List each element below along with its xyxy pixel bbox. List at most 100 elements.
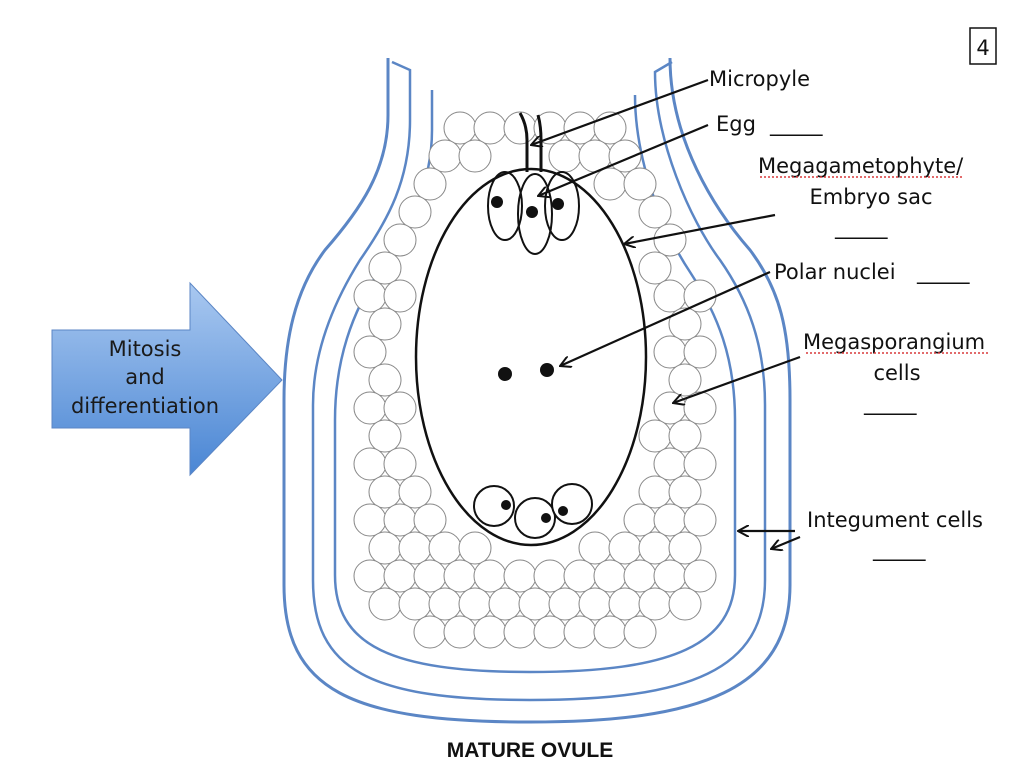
egg-blank: _____ xyxy=(769,112,823,137)
megasporangium-label: Megasporangium xyxy=(803,330,985,354)
nucellus-cell xyxy=(428,139,462,173)
nucellus-cell xyxy=(533,559,567,593)
nucellus-cell xyxy=(383,279,417,313)
antipodal-3 xyxy=(551,483,593,525)
nucellus-cell xyxy=(653,391,687,425)
nucellus-cell xyxy=(668,587,702,621)
nucellus-cell xyxy=(383,559,417,593)
nucellus-cell xyxy=(548,139,582,173)
nucellus-cell xyxy=(638,195,672,229)
arrow-text-line-3: differentiation xyxy=(71,394,219,418)
nucellus-cell xyxy=(578,531,612,565)
embryo-sac-pointer xyxy=(624,213,776,244)
nucellus-cell xyxy=(683,447,717,481)
nucellus-cell xyxy=(488,587,522,621)
nucellus-cell xyxy=(443,111,477,145)
egg-pointer xyxy=(538,123,709,196)
nucellus-cell xyxy=(653,503,687,537)
nucellus-cell xyxy=(503,559,537,593)
nucellus-cell xyxy=(593,559,627,593)
arrow-text-line-1: Mitosis xyxy=(109,337,182,361)
embryo-sac-blank: _____ xyxy=(834,215,888,240)
nucellus-cell xyxy=(683,391,717,425)
nucellus-cell xyxy=(413,503,447,537)
nucellus-cell xyxy=(383,503,417,537)
page-number: 4 xyxy=(976,36,989,60)
nucellus-cell xyxy=(368,587,402,621)
integument-inner-1 xyxy=(311,60,767,702)
megasporangium-blank: _____ xyxy=(863,391,917,416)
nucellus-cell xyxy=(668,531,702,565)
nucellus-cell xyxy=(368,251,402,285)
nucellus-cell xyxy=(353,335,387,369)
nucellus-cell xyxy=(548,587,582,621)
egg-cell xyxy=(517,173,553,255)
nucellus-cell xyxy=(383,223,417,257)
nucellus-cell xyxy=(428,531,462,565)
nucellus-cell xyxy=(473,111,507,145)
nucellus-cell xyxy=(563,615,597,649)
nucellus-cell xyxy=(413,167,447,201)
nucellus-cell xyxy=(623,559,657,593)
polar-nucleus-1 xyxy=(498,367,512,381)
micropyle-pointer xyxy=(531,78,709,145)
nucellus-cell xyxy=(443,615,477,649)
synergid-left xyxy=(487,171,523,241)
megasporangium-cells-label: cells xyxy=(873,361,920,385)
nucellus-cell xyxy=(353,559,387,593)
egg-label: Egg xyxy=(716,112,756,136)
nucellus-cell xyxy=(518,587,552,621)
nucellus-cell xyxy=(443,559,477,593)
nucellus-cell xyxy=(563,559,597,593)
nucellus-cell xyxy=(383,447,417,481)
nucellus-cell xyxy=(653,447,687,481)
nucellus-cell xyxy=(608,587,642,621)
nucellus-cell xyxy=(368,475,402,509)
polar-nuclei-blank: _____ xyxy=(916,260,970,285)
nucellus-cell xyxy=(608,531,642,565)
embryo-sac xyxy=(414,112,648,547)
nucellus-cell xyxy=(638,251,672,285)
arrow-text-line-2: and xyxy=(125,365,165,389)
nucellus-cell xyxy=(398,195,432,229)
integument-outer xyxy=(282,57,792,724)
nucellus-cell xyxy=(473,559,507,593)
nucellus-cell xyxy=(353,279,387,313)
nucellus-cell xyxy=(638,419,672,453)
nucellus-cell xyxy=(503,615,537,649)
nucellus-cell xyxy=(458,531,492,565)
megagametophyte-label: Megagametophyte/ xyxy=(758,154,964,178)
nucellus-cell xyxy=(413,559,447,593)
integument-label: Integument cells xyxy=(807,508,983,532)
nucellus-cell xyxy=(638,587,672,621)
micropyle-label: Micropyle xyxy=(709,67,810,91)
nucellus-cell xyxy=(368,419,402,453)
nucellus-cell xyxy=(368,363,402,397)
nucellus-cell xyxy=(668,419,702,453)
nucellus-cell xyxy=(653,279,687,313)
nucellus-cell xyxy=(428,587,462,621)
mitosis-arrow: Mitosis and differentiation xyxy=(51,281,283,477)
megasporangium-pointer xyxy=(673,355,801,403)
nucellus-cell xyxy=(458,139,492,173)
nucellus-cell xyxy=(623,503,657,537)
integument-pointer-2 xyxy=(771,535,801,549)
diagram-title: MATURE OVULE xyxy=(447,739,613,762)
nucellus-cell xyxy=(653,559,687,593)
nucellus-cell xyxy=(623,167,657,201)
nucellus-cell xyxy=(383,391,417,425)
pointer-lines xyxy=(531,78,801,549)
nucellus-cell xyxy=(398,531,432,565)
micropyle-tube xyxy=(518,112,529,172)
nucellus-cell xyxy=(683,503,717,537)
nucellus-cell xyxy=(353,447,387,481)
nucellus-cell xyxy=(638,475,672,509)
nucellus-cell xyxy=(593,615,627,649)
nucellus-cell xyxy=(668,363,702,397)
nucellus-cell xyxy=(653,223,687,257)
nucellus-cell xyxy=(458,587,492,621)
nucellus-cell xyxy=(668,307,702,341)
synergid-right xyxy=(544,171,580,241)
antipodal-1 xyxy=(473,485,515,527)
